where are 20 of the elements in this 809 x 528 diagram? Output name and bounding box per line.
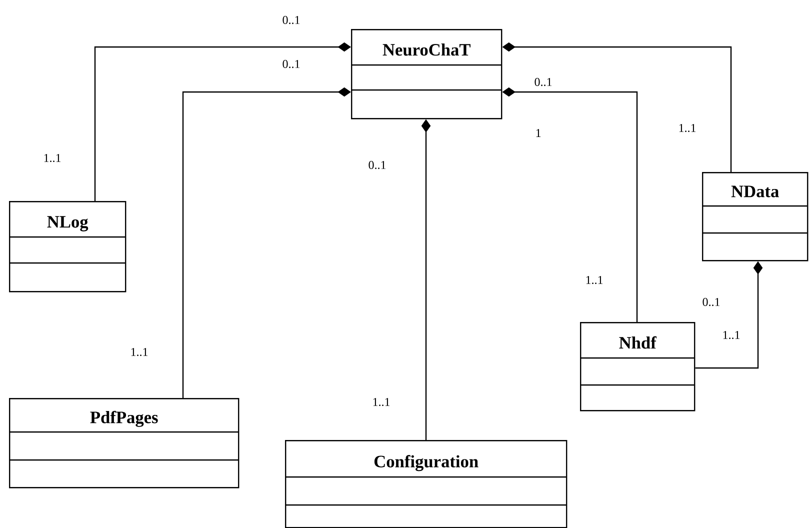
multiplicity-label: 1..1	[679, 124, 696, 132]
multiplicity-label: 1	[536, 129, 541, 137]
class-box: PdfPages	[9, 398, 240, 488]
multiplicity-label: 0..1	[282, 16, 300, 24]
multiplicity-label: 1..1	[586, 276, 603, 284]
composition-line	[182, 87, 351, 398]
multiplicity-label: 1..1	[131, 348, 148, 356]
multiplicity-label: 0..1	[534, 78, 552, 86]
class-box: Configuration	[285, 440, 568, 528]
multiplicity-label: 1..1	[44, 154, 61, 162]
class-box: Nhdf	[580, 322, 696, 412]
composition-line	[94, 42, 351, 201]
multiplicity-label: 1..1	[723, 330, 740, 340]
multiplicity-label: 0..1	[282, 60, 300, 68]
multiplicity-label: 0..1	[702, 298, 720, 306]
multiplicity-label: 0..1	[368, 160, 386, 170]
multiplicity-label: 1..1	[373, 398, 390, 406]
class-box: NData	[702, 172, 808, 262]
class-box: NeuroChaT	[351, 29, 502, 120]
class-box: NLog	[9, 201, 126, 292]
